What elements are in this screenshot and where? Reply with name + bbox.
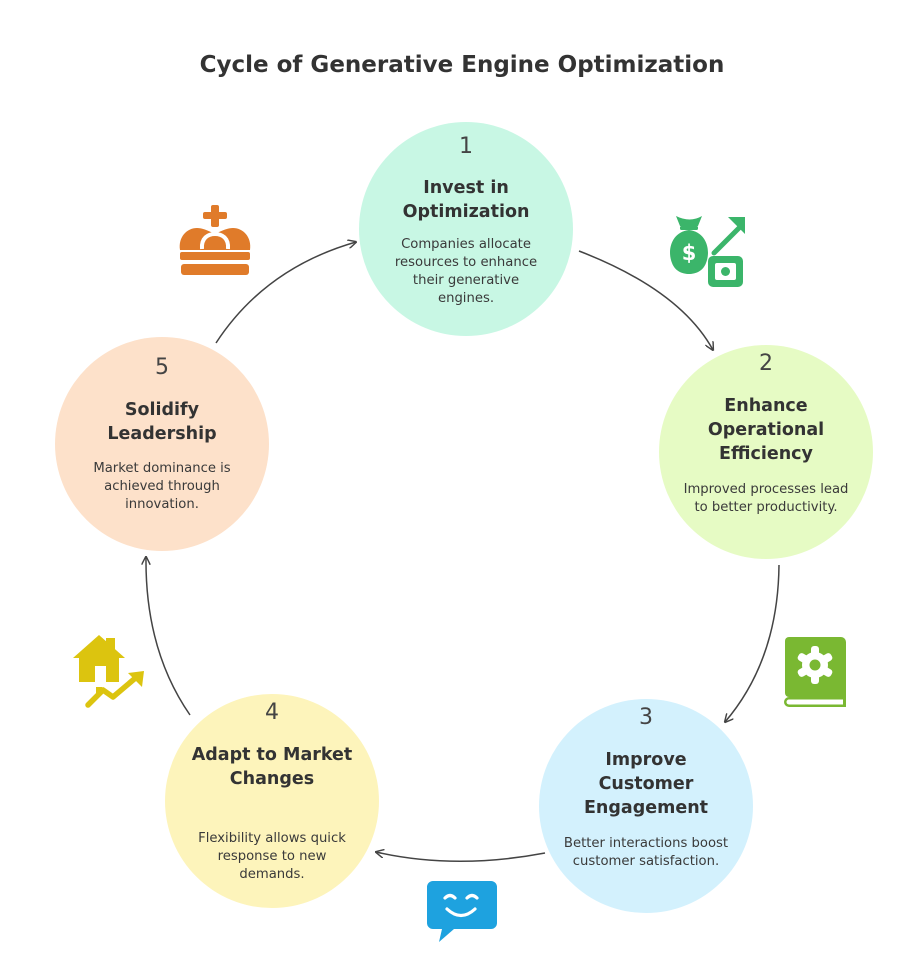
step-4-number: 4 — [265, 700, 279, 725]
step-3-number: 3 — [639, 705, 653, 730]
step-4-circle — [165, 694, 379, 908]
crown-icon — [179, 205, 251, 275]
step-2-title: Enhance Operational Efficiency — [707, 396, 825, 464]
step-3-node: 3 Improve Customer Engagement Better int… — [539, 699, 753, 913]
step-4-description: Flexibility allows quick response to new… — [198, 831, 346, 882]
step-3-title: Improve Customer Engagement — [583, 750, 709, 818]
step-2-description: Improved processes lead to better produc… — [683, 482, 849, 515]
step-1-title: Invest in Optimization — [402, 178, 530, 222]
step-5-title: Solidify Leadership — [107, 400, 217, 444]
gear-book-icon — [784, 637, 846, 707]
arrow-3-to-4 — [376, 852, 546, 862]
money-growth-icon: $ — [670, 216, 745, 287]
step-1-number: 1 — [459, 134, 473, 159]
step-5-node: 5 Solidify Leadership Market dominance i… — [55, 337, 269, 551]
step-5-number: 5 — [155, 355, 169, 380]
step-2-circle — [659, 345, 873, 559]
svg-text:$: $ — [682, 241, 697, 265]
diagram-title: Cycle of Generative Engine Optimization — [199, 52, 725, 78]
arrow-5-to-1 — [215, 242, 356, 344]
step-1-node: 1 Invest in Optimization Companies alloc… — [359, 122, 573, 336]
step-2-number: 2 — [759, 351, 773, 376]
arrow-2-to-3 — [725, 564, 780, 722]
house-trend-icon — [73, 635, 144, 708]
step-1-circle — [359, 122, 573, 336]
step-5-description: Market dominance is achieved through inn… — [93, 461, 231, 512]
smile-chat-icon — [427, 881, 497, 942]
step-4-node: 4 Adapt to Market Changes Flexibility al… — [165, 694, 379, 908]
step-5-circle — [55, 337, 269, 551]
step-3-circle — [539, 699, 753, 913]
arrow-4-to-5 — [146, 557, 191, 716]
step-2-node: 2 Enhance Operational Efficiency Improve… — [659, 345, 873, 559]
arrow-1-to-2 — [578, 250, 713, 350]
step-1-description: Companies allocate resources to enhance … — [394, 237, 538, 306]
step-3-description: Better interactions boost customer satis… — [563, 836, 729, 869]
step-4-title: Adapt to Market Changes — [191, 745, 353, 789]
